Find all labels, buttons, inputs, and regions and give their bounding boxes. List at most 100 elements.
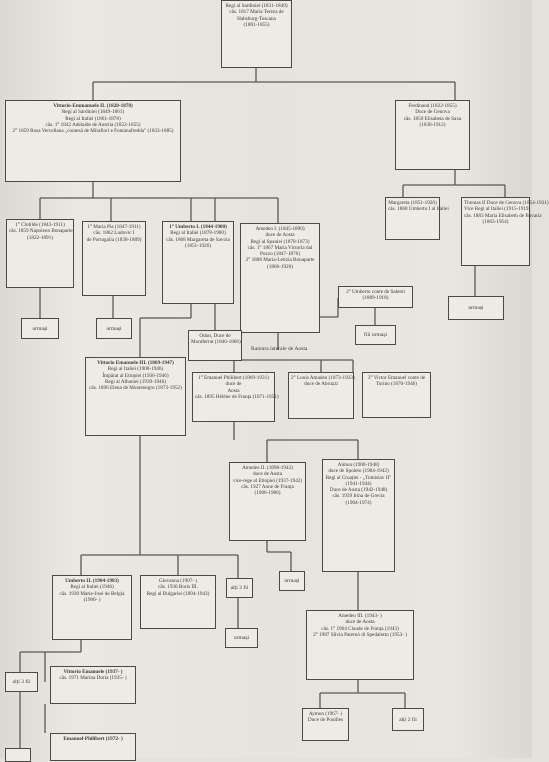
- box-line: Vittorio Emanuele (1937- ): [63, 669, 123, 675]
- box-line: 2° Louis Amadeu (1873-1933): [291, 375, 355, 381]
- tag-descendants: urmași: [225, 628, 258, 648]
- box-line: căs. 1868 Margareta de Savoia: [166, 236, 230, 243]
- box-line: 2° 1987 Silvia Paternò di Spedalotto (19…: [313, 631, 407, 638]
- box-line: (1941-1944): [345, 480, 372, 487]
- box-line: (1801-1855): [243, 21, 270, 28]
- box-line: căs. 1850 Elisabeta de Saxa: [403, 115, 462, 122]
- box-aimone-jr: Aymon (1967- )Duce de Pouilles: [302, 708, 349, 741]
- box-line: duce de Spoleto (1904-1942): [328, 468, 389, 475]
- box-line: (1904-1974): [345, 499, 372, 506]
- box-vittorio-emanuele-iii: Vittorio Emanuele III. (1869-1947)Regi a…: [85, 357, 186, 436]
- box-line: Vittorio-Emmanuele II. (1820-1878): [53, 103, 133, 109]
- box-line: căs. 1896 Elena de Muntenegru (1873-1952…: [89, 385, 182, 392]
- box-line: Emanuel-Philibert (1972- ): [63, 736, 123, 742]
- box-maria-pia: 1° Maria Pia (1847-1911)căs. 1862 Ludovi…: [82, 221, 146, 296]
- box-line: căs. 1895 Hélène de Franța (1871-1951): [195, 393, 279, 400]
- box-line: Regi al Croației - „Tomislav II": [325, 474, 392, 481]
- box-line: Aymon (1967- ): [308, 711, 343, 717]
- box-line: vice-rege al Etiopiei (1937-1942): [232, 477, 303, 484]
- box-line: căs. 1° 1842 Adelaide de Austria (1822-1…: [45, 121, 141, 128]
- box-giovanna: Giovanna (1907- )căs. 1930 Boris III.Reg…: [140, 575, 216, 629]
- box-line: Duce de Pouilles: [307, 717, 344, 724]
- label-aosta-branch: Ramura laterale de Aosta: [251, 346, 308, 352]
- box-line: căs. 1939 Irina de Grecia: [332, 493, 385, 500]
- box-line: Regi al Italiei (1900-1946): [107, 366, 164, 373]
- box-line: duce de Abruzzi: [304, 381, 338, 388]
- box-line: Regi al Sardiniei (1831-1849): [225, 3, 288, 9]
- box-line: de Portugalia (1838-1889): [86, 236, 142, 243]
- tag-three-other-sons: alți 3 fii: [226, 578, 253, 598]
- tag-descendants: urmași: [96, 318, 132, 339]
- box-margherita: Margareta (1851-1926)căs. 1868 Umberto I…: [385, 197, 449, 240]
- box-line: Duce de Aosta (1942-1948): [329, 487, 388, 494]
- box-line: căs. 1859 Napoleon Bonaparte: [9, 228, 73, 235]
- box-line: (1830-1912): [419, 121, 446, 128]
- tag-descendants: urmași: [279, 571, 305, 591]
- box-line: Ferdinand (1822-1855): [408, 103, 457, 109]
- box-emanuele-filiberto-jr: Emanuel-Philibert (1972- ): [50, 733, 136, 761]
- box-line: duce de Aosta: [252, 471, 283, 478]
- box-line: Giovanna (1907- ): [158, 578, 198, 584]
- box-aimone: Aimon (1900-1948)duce de Spoleto (1904-1…: [322, 459, 395, 572]
- box-clotilde: 1° Clotilde (1843-1911)căs. 1859 Napoleo…: [6, 219, 74, 288]
- tag-continuation: [5, 748, 31, 762]
- box-line: Odon, Duce de: [199, 333, 231, 339]
- box-line: căs. 1862 Ludovic I: [93, 230, 135, 237]
- box-vittorio-emanuele-son: Vittorio Emanuele (1937- )căs. 1971 Mari…: [50, 666, 136, 704]
- box-line: 1° Clotilde (1843-1911): [15, 222, 65, 228]
- box-line: Regi al Spaniei (1870-1873): [250, 238, 310, 245]
- box-line: 2° 1859 Rosa Vercellana „contesă de Mira…: [12, 128, 174, 135]
- box-line: Vice Regi al Italiei (1915-1919): [464, 206, 531, 213]
- tag-sons-descendants: fiii urmași: [355, 325, 396, 345]
- box-line: Aosta: [227, 387, 240, 394]
- box-umberto-ii: Umberto II. (1904-1983)Regi al Italiei (…: [52, 575, 132, 640]
- box-line: Regi al Italiei (1878-1900): [170, 230, 226, 237]
- box-line: 2° 1888 Maria-Letizia Bonaparte: [245, 257, 315, 264]
- box-line: căs. 1° 1964 Claude de Franța (1943): [321, 625, 399, 632]
- box-line: căs. 1° 1867 Maria Victoria dal: [247, 244, 313, 251]
- box-line: (1866-1926): [267, 263, 293, 270]
- box-line: (1906- ): [83, 596, 101, 603]
- box-line: Pozzo (1847-1876): [260, 251, 300, 258]
- box-line: 2° Umberto conte de Salemi: [346, 289, 405, 295]
- box-line: 3° Victor Emanuel conte de: [367, 375, 426, 381]
- box-line: 1° Umberto I. (1844-1900): [169, 224, 227, 230]
- box-line: duce de Aosta: [345, 619, 375, 626]
- box-top-king: Regi al Sardiniei (1831-1849)căs. 1817 M…: [221, 0, 292, 68]
- box-line: căs. 1868 Umberto I al Italiei: [388, 206, 449, 213]
- box-line: căs. 1927 Anne de Franța: [241, 483, 294, 490]
- box-line: Thomas II Duce de Genova (1854-1931): [464, 200, 549, 206]
- box-line: Amedeo II. (1898-1942): [242, 465, 293, 471]
- tag-descendants: urmași: [448, 296, 504, 320]
- tag-descendants: urmași: [21, 318, 59, 339]
- box-umberto-salemi: 2° Umberto conte de Salemi(1889-1918): [338, 286, 413, 308]
- box-line: căs. 1817 Maria Tereza de: [229, 9, 284, 16]
- box-line: (1851-1926): [185, 242, 211, 249]
- box-line: (1822-1891): [27, 234, 53, 241]
- box-line: 1° Maria Pia (1847-1911): [87, 224, 141, 230]
- box-line: 1° Emanuel Philibert (1869-1931): [198, 375, 269, 381]
- box-line: Împărat al Etiopiei (1936-1946): [102, 372, 169, 379]
- box-line: căs. 1883 Maria Elisabeth de Bavaria: [464, 212, 542, 219]
- box-line: (1906-1986): [254, 490, 281, 497]
- box-vittorio-emanuele-ii: Vittorio-Emmanuele II. (1820-1878)Regi a…: [5, 100, 181, 182]
- box-line: Margareta (1851-1926): [388, 200, 437, 206]
- box-line: Habsburg-Toscana: [237, 15, 276, 22]
- box-line: căs. 1971 Marina Doria (1935- ): [59, 675, 127, 682]
- box-thomas-ii: Thomas II Duce de Genova (1854-1931)Vice…: [461, 197, 549, 266]
- box-line: Amedeo III. (1943- ): [338, 613, 382, 619]
- box-line: duce de Aosta: [265, 232, 295, 239]
- box-line: duce de: [225, 381, 242, 388]
- box-line: căs. 1930 Marie-José de Belgia: [59, 590, 125, 597]
- box-luigi-amedeo: 2° Louis Amadeu (1873-1933)duce de Abruz…: [288, 372, 355, 419]
- box-line: Montferrat (1846-1866): [191, 339, 241, 346]
- box-line: Regi al Italiei (1861-1878): [65, 115, 121, 122]
- box-line: Torino (1870-1946): [376, 381, 417, 388]
- tag-three-other-sons: alți 3 fii: [5, 672, 38, 692]
- box-line: Regi al Sardiniei (1849-1861): [61, 109, 125, 116]
